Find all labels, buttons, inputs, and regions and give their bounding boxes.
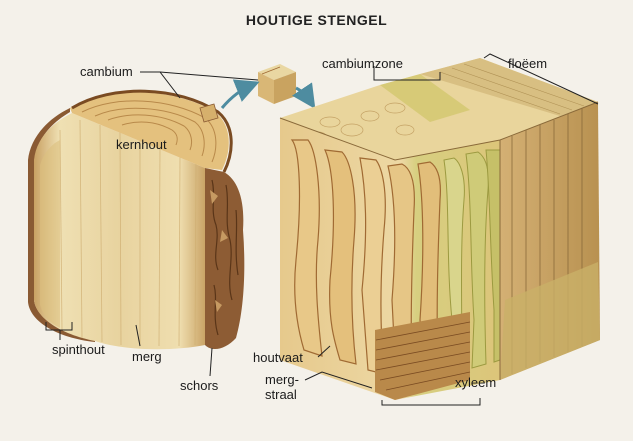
stem-grain-lines xyxy=(59,119,197,347)
stem-top-cross-section xyxy=(70,92,229,170)
stem-log xyxy=(28,89,245,350)
label-spinthout: spinthout xyxy=(52,342,105,357)
leader-lines xyxy=(45,53,599,406)
stem-growth-rings xyxy=(81,100,217,163)
label-xyleem: xyleem xyxy=(455,375,497,390)
arrow-to-block xyxy=(220,79,260,109)
label-floeem: floëem xyxy=(508,56,548,71)
label-houtvaat: houtvaat xyxy=(253,350,303,365)
diagram-title: HOUTIGE STENGEL xyxy=(245,12,388,28)
stem-cut-face xyxy=(34,113,205,350)
label-cambium: cambium xyxy=(80,64,133,79)
arrow-to-enlarged xyxy=(292,82,316,109)
label-kernhout: kernhout xyxy=(116,137,167,152)
label-mergstraal-line2: straal xyxy=(265,387,297,402)
label-cambiumzone: cambiumzone xyxy=(322,56,403,71)
label-merg: merg xyxy=(132,349,162,364)
label-schors: schors xyxy=(180,378,219,393)
enlarged-tissue-block xyxy=(279,58,600,400)
medullary-ray xyxy=(375,312,471,400)
phloem-top-lines xyxy=(439,63,585,115)
sample-block-small xyxy=(258,64,296,104)
label-mergstraal-line1: merg- xyxy=(265,372,299,387)
